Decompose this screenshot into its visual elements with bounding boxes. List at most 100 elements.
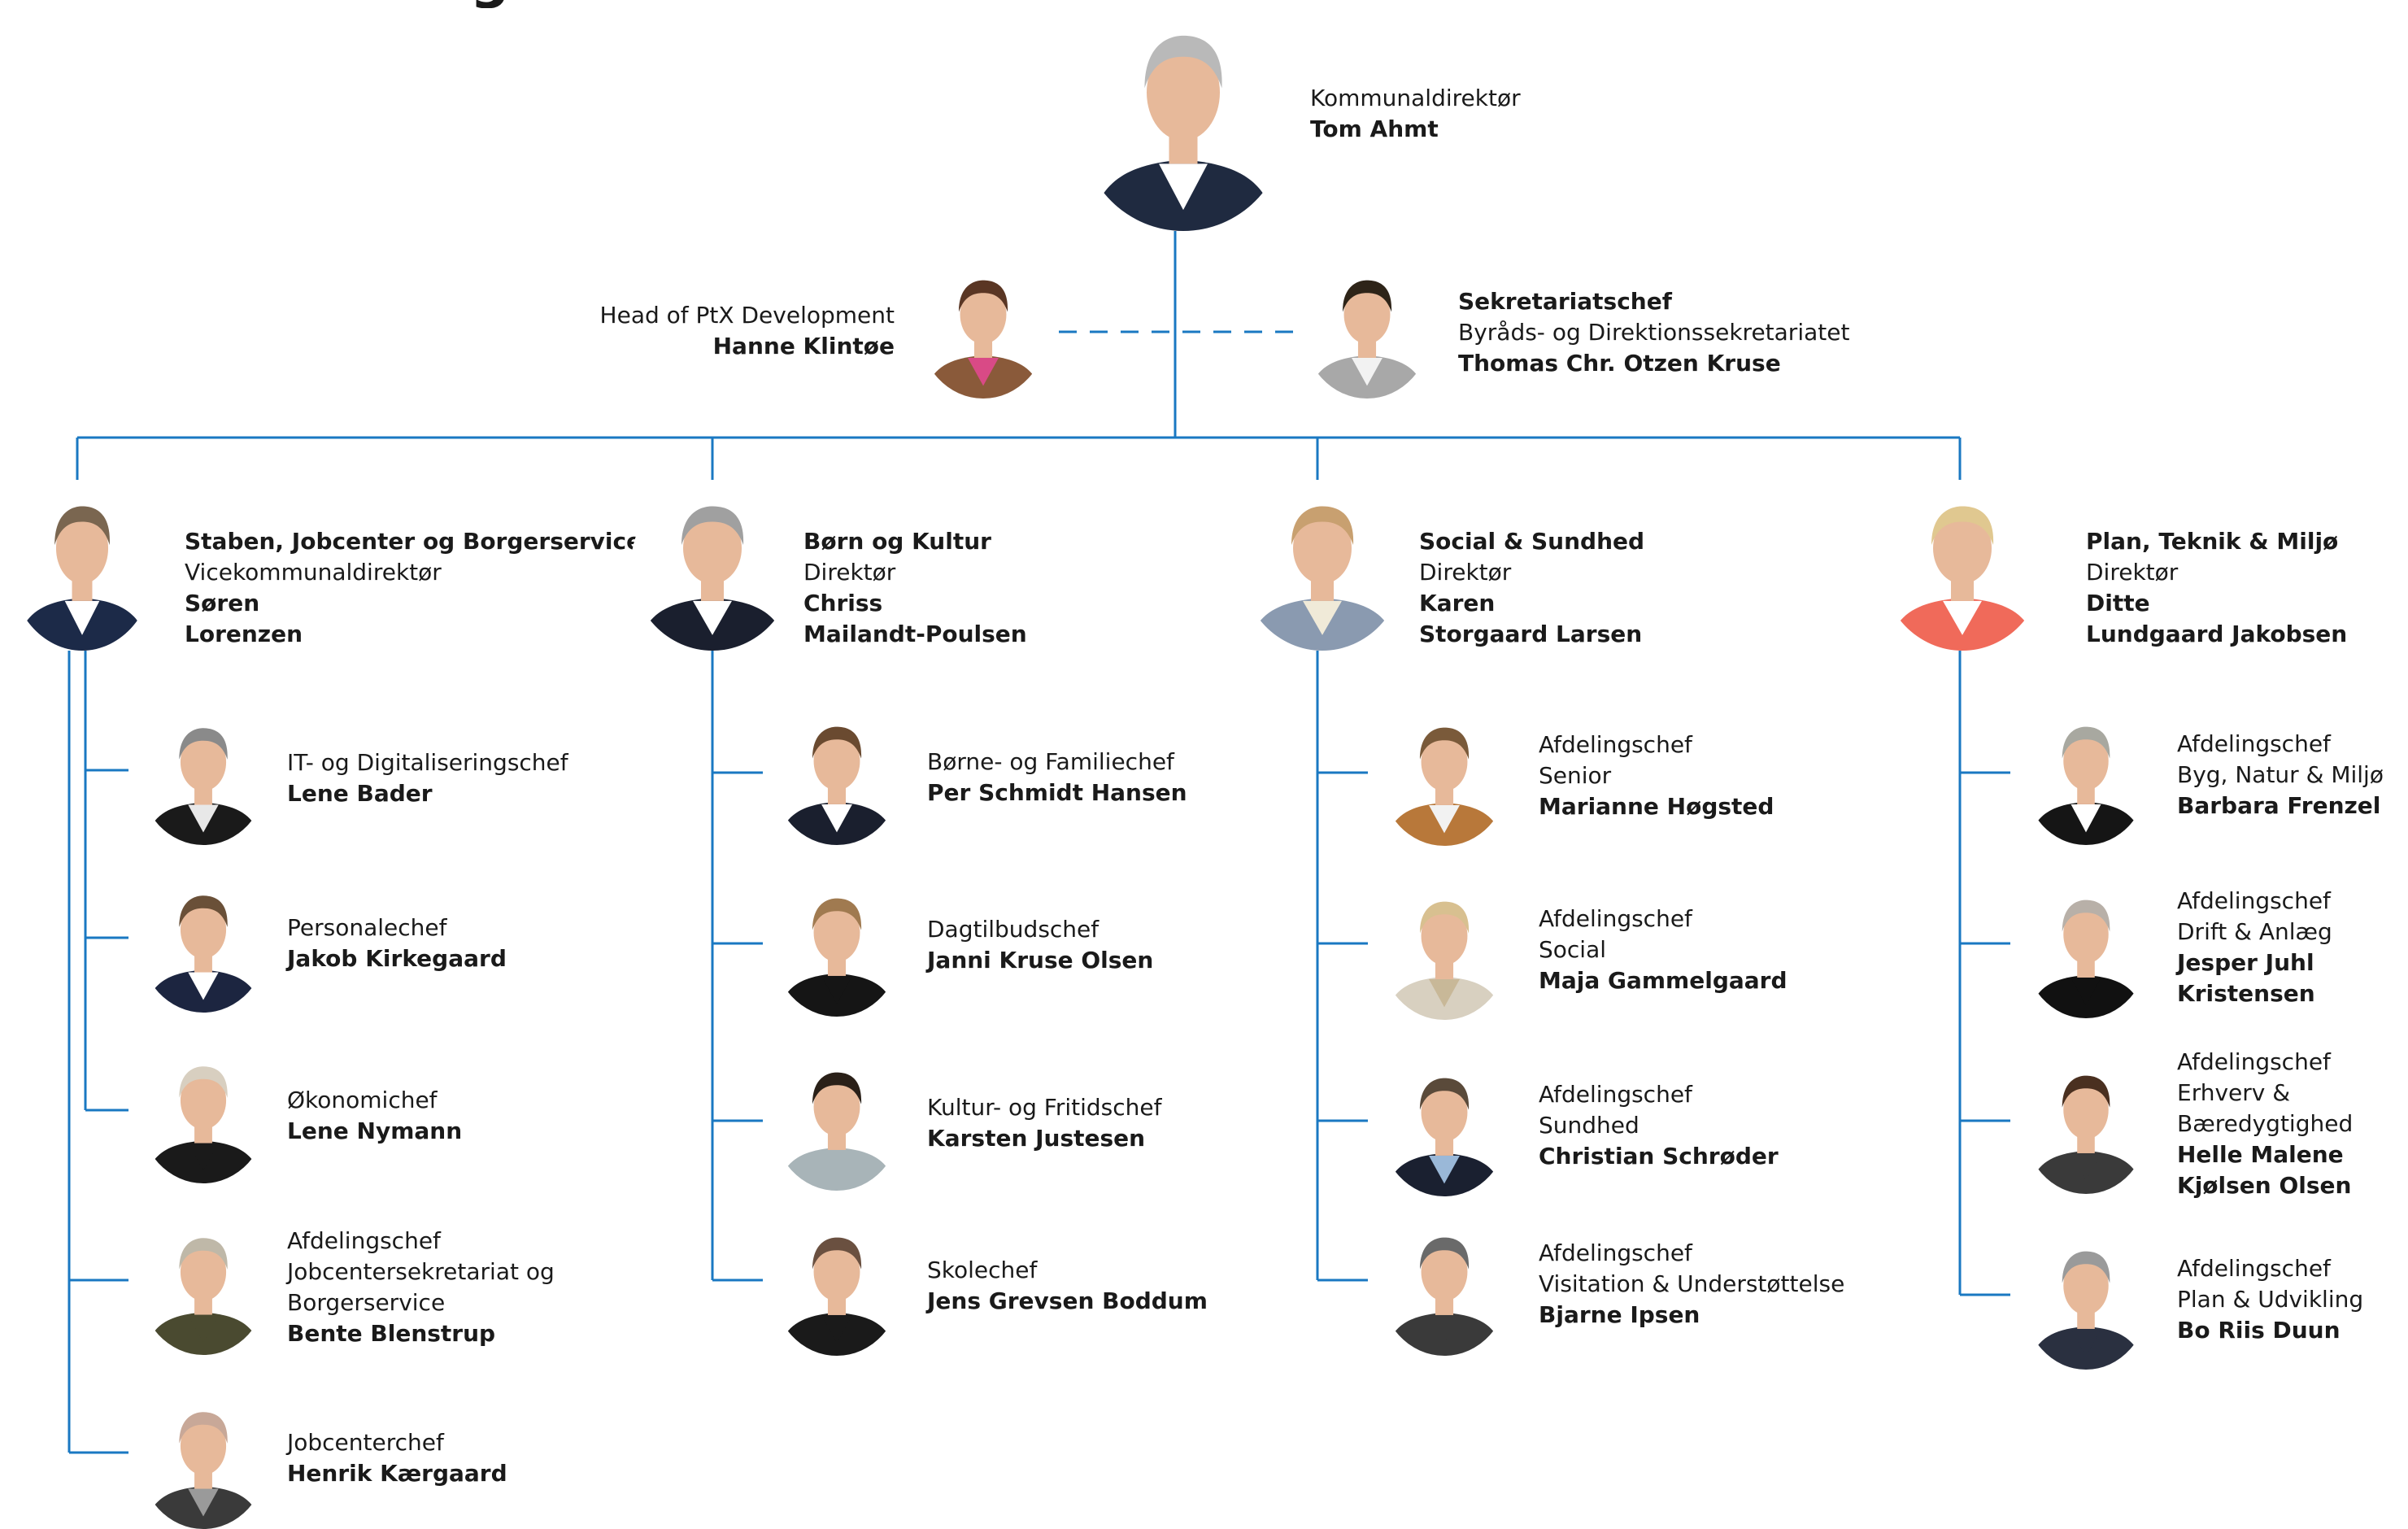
portrait-illustration <box>1082 0 1285 231</box>
division-head-2-role: Direktør <box>1419 559 1512 586</box>
division-3-report-3-title-1: Plan & Udvikling <box>2177 1286 2364 1313</box>
division-0-report-2-title-0: Økonomichef <box>287 1087 438 1113</box>
division-3-report-1-text: Afdelingschef Drift & Anlæg Jesper Juhl … <box>2177 886 2332 1009</box>
portrait-illustration <box>1380 1056 1509 1196</box>
advisor-left-title: Head of PtX Development <box>599 302 895 329</box>
division-3-report-3-title-0: Afdelingschef <box>2177 1255 2331 1282</box>
division-0-report-4-photo <box>140 1391 267 1529</box>
division-head-1-role: Direktør <box>803 559 896 586</box>
division-head-0-dept: Staben, Jobcenter og Borgerservice <box>185 528 642 555</box>
division-1-report-3-text: Skolechef Jens Grevsen Boddum <box>927 1255 1208 1317</box>
division-2-report-1-name-0: Maja Gammelgaard <box>1539 967 1787 994</box>
division-3-report-1-title-0: Afdelingschef <box>2177 887 2331 914</box>
division-3-report-1-title-1: Drift & Anlæg <box>2177 918 2332 945</box>
division-3-report-2-text: Afdelingschef Erhverv & Bæredygtighed He… <box>2177 1047 2353 1201</box>
division-2-report-3-title-0: Afdelingschef <box>1539 1239 1692 1266</box>
division-3-report-3-photo <box>2023 1230 2149 1370</box>
advisor-right-photo <box>1303 259 1431 399</box>
portrait-illustration <box>140 707 267 845</box>
division-3-report-2-title-0: Afdelingschef <box>2177 1048 2331 1075</box>
advisor-right-text: Sekretariatschef Byråds- og Direktionsse… <box>1458 286 1849 379</box>
advisor-right-subtitle: Byråds- og Direktionssekretariatet <box>1458 319 1850 346</box>
division-2-report-0-name-0: Marianne Høgsted <box>1539 793 1774 820</box>
division-head-3-dept: Plan, Teknik & Miljø <box>2086 528 2339 555</box>
portrait-illustration <box>140 1217 267 1355</box>
division-0-report-3-title-1: Jobcentersekretariat og <box>287 1258 555 1285</box>
division-2-report-2-title-1: Sundhed <box>1539 1112 1639 1139</box>
division-3-report-0-title-1: Byg, Natur & Miljø <box>2177 761 2384 788</box>
division-0-report-1-title-0: Personalechef <box>287 914 447 941</box>
division-2-report-0-photo <box>1380 706 1509 846</box>
division-head-2-dept: Social & Sundhed <box>1419 528 1645 555</box>
division-0-report-4-text: Jobcenterchef Henrik Kærgaard <box>287 1427 507 1489</box>
division-1-report-1-text: Dagtilbudschef Janni Kruse Olsen <box>927 914 1153 976</box>
portrait-illustration <box>1303 259 1431 399</box>
division-head-2-photo <box>1241 480 1404 651</box>
division-0-report-0-name-0: Lene Bader <box>287 780 433 807</box>
division-0-report-0-text: IT- og Digitaliseringschef Lene Bader <box>287 747 568 809</box>
portrait-illustration <box>1380 706 1509 846</box>
division-head-3-text: Plan, Teknik & Miljø Direktør Ditte Lund… <box>2086 526 2347 650</box>
division-3-report-1-photo <box>2023 878 2149 1018</box>
division-0-report-2-photo <box>140 1045 267 1183</box>
division-3-report-2-title-1: Erhverv & <box>2177 1079 2291 1106</box>
division-2-report-0-title-0: Afdelingschef <box>1539 731 1692 758</box>
division-head-1-text: Børn og Kultur Direktør Chriss Mailandt-… <box>803 526 1027 650</box>
division-2-report-1-photo <box>1380 880 1509 1020</box>
division-1-report-0-name-0: Per Schmidt Hansen <box>927 779 1187 806</box>
division-0-report-1-name-0: Jakob Kirkegaard <box>287 945 507 972</box>
division-2-report-3-photo <box>1380 1216 1509 1356</box>
division-3-report-0-title-0: Afdelingschef <box>2177 730 2331 757</box>
portrait-illustration <box>631 480 794 651</box>
portrait-illustration <box>919 259 1047 399</box>
division-0-report-3-photo <box>140 1217 267 1355</box>
division-3-report-0-text: Afdelingschef Byg, Natur & Miljø Barbara… <box>2177 729 2384 821</box>
division-3-report-2-title-2: Bæredygtighed <box>2177 1110 2354 1137</box>
division-0-report-2-text: Økonomichef Lene Nymann <box>287 1085 462 1147</box>
division-1-report-2-name-0: Karsten Justesen <box>927 1125 1146 1152</box>
division-2-report-1-text: Afdelingschef Social Maja Gammelgaard <box>1539 904 1787 996</box>
portrait-illustration <box>1380 880 1509 1020</box>
division-3-report-2-name-1: Kjølsen Olsen <box>2177 1172 2352 1199</box>
top-director-photo <box>1082 0 1285 231</box>
division-head-0-role: Vicekommunaldirektør <box>185 559 442 586</box>
division-0-report-3-name-0: Bente Blenstrup <box>287 1320 496 1347</box>
division-2-report-2-photo <box>1380 1056 1509 1196</box>
advisor-left-text: Head of PtX Development Hanne Klintøe <box>506 300 895 362</box>
division-head-0-photo <box>10 480 155 651</box>
heading-fragment: g <box>470 0 510 8</box>
top-director-text: Kommunaldirektør Tom Ahmt <box>1310 83 1521 145</box>
division-1-report-0-text: Børne- og Familiechef Per Schmidt Hansen <box>927 747 1187 808</box>
portrait-illustration <box>1241 480 1404 651</box>
portrait-illustration <box>2023 1230 2149 1370</box>
division-1-report-3-title-0: Skolechef <box>927 1257 1038 1283</box>
division-2-report-2-title-0: Afdelingschef <box>1539 1081 1692 1108</box>
division-head-0-name2: Lorenzen <box>185 621 303 647</box>
division-3-report-1-name-1: Kristensen <box>2177 980 2315 1007</box>
division-2-report-3-title-1: Visitation & Understøttelse <box>1539 1270 1845 1297</box>
division-1-report-1-photo <box>773 877 901 1017</box>
division-0-report-3-text: Afdelingschef Jobcentersekretariat og Bo… <box>287 1226 555 1349</box>
division-1-report-0-photo <box>773 705 901 845</box>
portrait-illustration <box>1881 480 2044 651</box>
division-3-report-3-name-0: Bo Riis Duun <box>2177 1317 2341 1344</box>
division-2-report-0-text: Afdelingschef Senior Marianne Høgsted <box>1539 730 1774 822</box>
division-3-report-2-photo <box>2023 1054 2149 1194</box>
division-3-report-0-name-0: Barbara Frenzel <box>2177 792 2381 819</box>
division-head-0-text: Staben, Jobcenter og Borgerservice Vicek… <box>185 526 642 650</box>
advisor-right-name: Thomas Chr. Otzen Kruse <box>1458 350 1781 377</box>
division-0-report-0-photo <box>140 707 267 845</box>
portrait-illustration <box>773 877 901 1017</box>
portrait-illustration <box>773 705 901 845</box>
division-head-3-photo <box>1881 480 2044 651</box>
division-head-3-name1: Ditte <box>2086 590 2150 616</box>
portrait-illustration <box>2023 1054 2149 1194</box>
division-0-report-4-title-0: Jobcenterchef <box>287 1429 444 1456</box>
division-head-3-role: Direktør <box>2086 559 2179 586</box>
division-head-2-text: Social & Sundhed Direktør Karen Storgaar… <box>1419 526 1644 650</box>
advisor-left-photo <box>919 259 1047 399</box>
division-2-report-1-title-0: Afdelingschef <box>1539 905 1692 932</box>
division-2-report-2-text: Afdelingschef Sundhed Christian Schrøder <box>1539 1079 1779 1172</box>
division-0-report-3-title-2: Borgerservice <box>287 1289 446 1316</box>
